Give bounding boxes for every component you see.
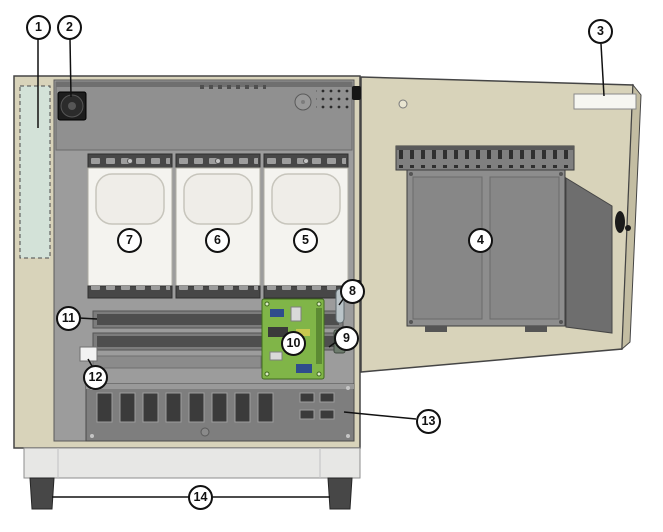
callout-13: 13 — [416, 409, 441, 434]
module-handle — [271, 173, 341, 225]
leader-11 — [78, 317, 98, 320]
module-handle — [183, 173, 253, 225]
vent-dot-grid — [316, 87, 350, 113]
foot-left — [29, 477, 55, 510]
terminal-opening — [211, 392, 228, 423]
callout-7: 7 — [117, 228, 142, 253]
door-label — [573, 93, 637, 110]
connector-block — [299, 392, 315, 403]
callout-11: 11 — [56, 306, 81, 331]
terminal-opening — [257, 392, 274, 423]
screw-icon — [559, 172, 563, 176]
screw-icon — [127, 158, 133, 164]
module-left — [87, 153, 173, 299]
screw-icon — [303, 158, 309, 164]
callout-6: 6 — [205, 228, 230, 253]
assembly-side-shadow — [565, 177, 613, 334]
top-vents — [196, 84, 266, 90]
door-handle-icon — [615, 211, 631, 233]
module-handle — [95, 173, 165, 225]
leader-13 — [343, 411, 417, 420]
filter-panel — [19, 85, 51, 259]
screw-icon — [346, 434, 350, 438]
door-edge — [621, 83, 642, 351]
top-panel — [55, 81, 353, 151]
door-hinge-upper — [352, 86, 361, 100]
leader-12 — [87, 358, 93, 367]
screw-icon — [409, 172, 413, 176]
terminal-opening — [188, 392, 205, 423]
callout-5: 5 — [293, 228, 318, 253]
callout-1: 1 — [26, 15, 51, 40]
cabinet-door — [360, 76, 642, 373]
screw-icon — [559, 320, 563, 324]
screw-icon — [409, 320, 413, 324]
callout-3: 3 — [588, 19, 613, 44]
terminal-opening — [96, 392, 113, 423]
plinth — [23, 447, 361, 479]
cabinet-body — [13, 75, 361, 510]
door-screw-hole — [398, 99, 408, 109]
callout-12: 12 — [83, 365, 108, 390]
callout-2: 2 — [57, 15, 82, 40]
terminal-opening — [165, 392, 182, 423]
screw-icon — [215, 158, 221, 164]
leader-2 — [69, 38, 72, 98]
terminal-opening — [142, 392, 159, 423]
foot-right — [327, 477, 353, 510]
connector-block — [319, 409, 335, 420]
screw-icon — [346, 386, 350, 390]
callout-10: 10 — [281, 331, 306, 356]
leader-3 — [600, 43, 605, 97]
terminal-opening — [119, 392, 136, 423]
base — [23, 447, 361, 510]
callout-4: 4 — [468, 228, 493, 253]
callout-8: 8 — [340, 279, 365, 304]
module-center — [175, 153, 261, 299]
connector-block — [299, 409, 315, 420]
door-assembly — [395, 145, 613, 334]
callout-9: 9 — [334, 326, 359, 351]
connector-block — [319, 392, 335, 403]
module-right — [263, 153, 349, 299]
terminal-panel — [85, 383, 355, 442]
fan-icon — [57, 91, 87, 121]
screw-icon — [90, 434, 94, 438]
callout-14: 14 — [188, 485, 213, 510]
terminal-opening — [234, 392, 251, 423]
